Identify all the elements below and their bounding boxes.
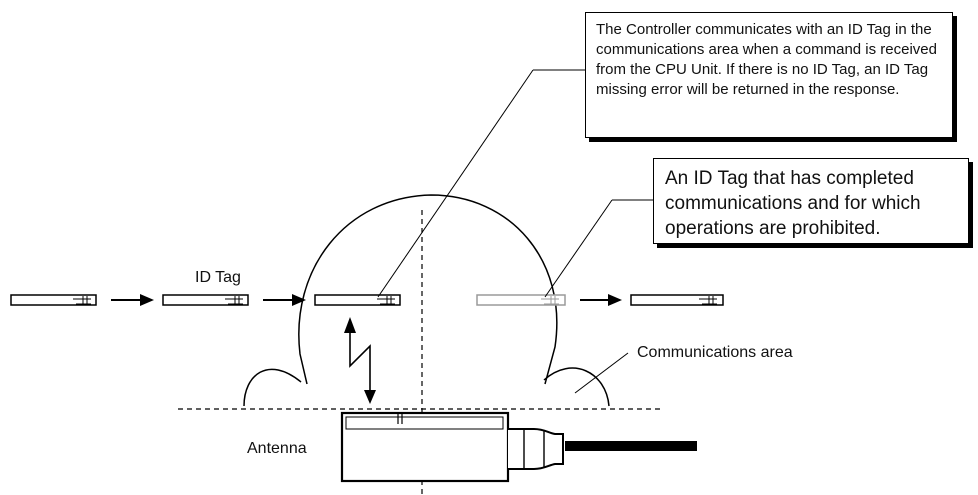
id-tag xyxy=(162,294,249,306)
communication-arrow xyxy=(344,317,376,404)
movement-arrow xyxy=(580,294,622,306)
movement-arrow xyxy=(111,294,154,306)
communications-area-label: Communications area xyxy=(637,344,793,361)
leader-line-prohibited xyxy=(544,199,613,298)
communications-area-right-lobe xyxy=(543,367,610,407)
id-tag-in-area xyxy=(314,294,401,306)
leader-line-controller xyxy=(377,69,534,298)
controller-callout: The Controller communicates with an ID T… xyxy=(585,12,953,138)
antenna-label: Antenna xyxy=(247,440,307,457)
antenna-cable xyxy=(565,441,697,451)
communications-area-outline xyxy=(298,194,558,385)
leader-line-comm-area xyxy=(574,352,629,394)
prohibited-tag-callout: An ID Tag that has completed communicati… xyxy=(653,158,969,244)
id-tag-label: ID Tag xyxy=(195,269,241,286)
id-tag xyxy=(630,294,724,306)
communications-area-left-lobe xyxy=(243,368,302,407)
movement-arrow xyxy=(263,294,306,306)
id-tag-completed xyxy=(476,294,566,306)
id-tag xyxy=(10,294,97,306)
antenna xyxy=(340,411,697,483)
